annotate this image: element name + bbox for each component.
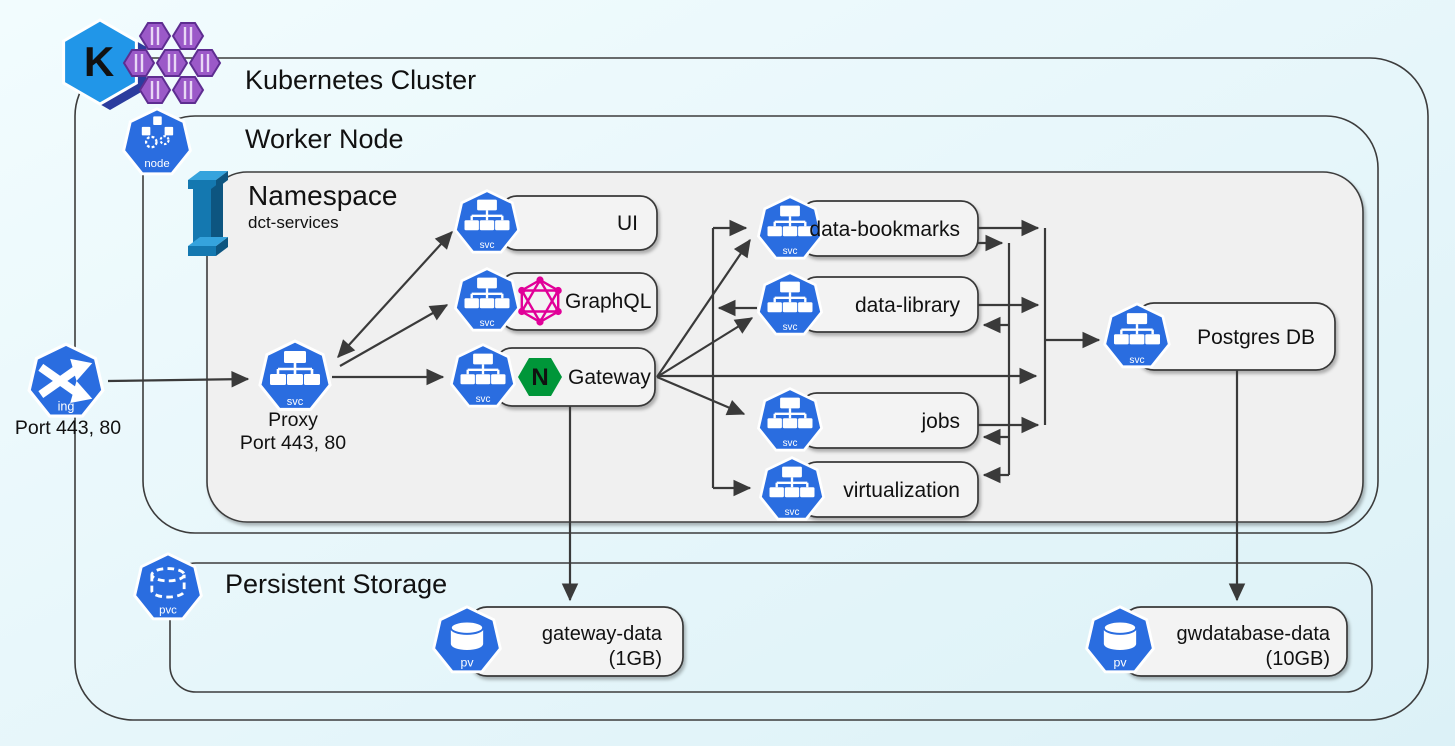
- arrow-proxy-ui: [337, 231, 453, 358]
- service-data-library-label: data-library: [855, 294, 961, 317]
- proxy-name-label: Proxy: [268, 409, 318, 431]
- volume-gateway-data-size: (1GB): [609, 648, 662, 670]
- volume-gwdatabase-data-name: gwdatabase-data: [1177, 623, 1331, 645]
- kubernetes-logo-letter: K: [84, 38, 114, 85]
- node-icon: [122, 107, 192, 176]
- persistent-storage-label: Persistent Storage: [225, 569, 447, 599]
- arrows: [107, 219, 1246, 602]
- arrow-gateway-to-bookmarks: [656, 238, 751, 378]
- nginx-logo-letter: N: [531, 364, 548, 391]
- arrow-proxy-graphql: [339, 304, 449, 367]
- service-jobs-label: jobs: [920, 410, 960, 433]
- namespace-pillar-icon: [188, 171, 228, 256]
- graphql-svc-icon[interactable]: [454, 267, 520, 332]
- proxy-svc-icon[interactable]: [258, 339, 332, 411]
- proxy-ports-label: Port 443, 80: [240, 432, 346, 454]
- ui-svc-icon[interactable]: [454, 189, 520, 254]
- service-virtualization-label: virtualization: [843, 479, 960, 502]
- worker-node-label: Worker Node: [245, 124, 404, 154]
- worker-node-box: [142, 115, 1379, 534]
- persistent-storage-box: [169, 562, 1373, 693]
- service-postgres-label: Postgres DB: [1197, 326, 1315, 349]
- gwdatabase-data-pv-icon[interactable]: [1085, 605, 1155, 674]
- nginx-logo-icon: N: [518, 358, 562, 396]
- graphql-logo-icon: [518, 276, 562, 326]
- namespace-name: dct-services: [248, 213, 339, 232]
- containers-icon: [122, 22, 222, 104]
- ingress-ports-label: Port 443, 80: [15, 417, 121, 439]
- arrow-gateway-to-jobs: [656, 375, 746, 416]
- namespace-box: [206, 171, 1364, 523]
- gateway-svc-icon[interactable]: [450, 343, 516, 408]
- arrow-gateway-to-library: [656, 317, 754, 378]
- postgres-svc-icon[interactable]: [1103, 302, 1171, 369]
- gateway-data-pv-icon[interactable]: [432, 605, 502, 674]
- ingress-icon[interactable]: [29, 344, 103, 416]
- arrow-ingress-to-proxy: [107, 370, 250, 388]
- volume-gwdatabase-data-size: (10GB): [1266, 648, 1330, 670]
- data-library-svc-icon[interactable]: [757, 271, 823, 336]
- service-gateway-label: Gateway: [568, 366, 651, 389]
- kubernetes-logo-icon: K: [62, 18, 147, 110]
- service-ui-label: UI: [617, 212, 638, 235]
- service-graphql-label: GraphQL: [565, 290, 651, 313]
- namespace-title: Namespace: [248, 180, 397, 211]
- volume-gateway-data-name: gateway-data: [542, 623, 663, 645]
- jobs-svc-icon[interactable]: [757, 387, 823, 452]
- pvc-icon[interactable]: [133, 552, 203, 621]
- service-data-bookmarks-label: data-bookmarks: [809, 218, 960, 241]
- cluster-label: Kubernetes Cluster: [245, 65, 476, 95]
- virtualization-svc-icon[interactable]: [759, 456, 825, 521]
